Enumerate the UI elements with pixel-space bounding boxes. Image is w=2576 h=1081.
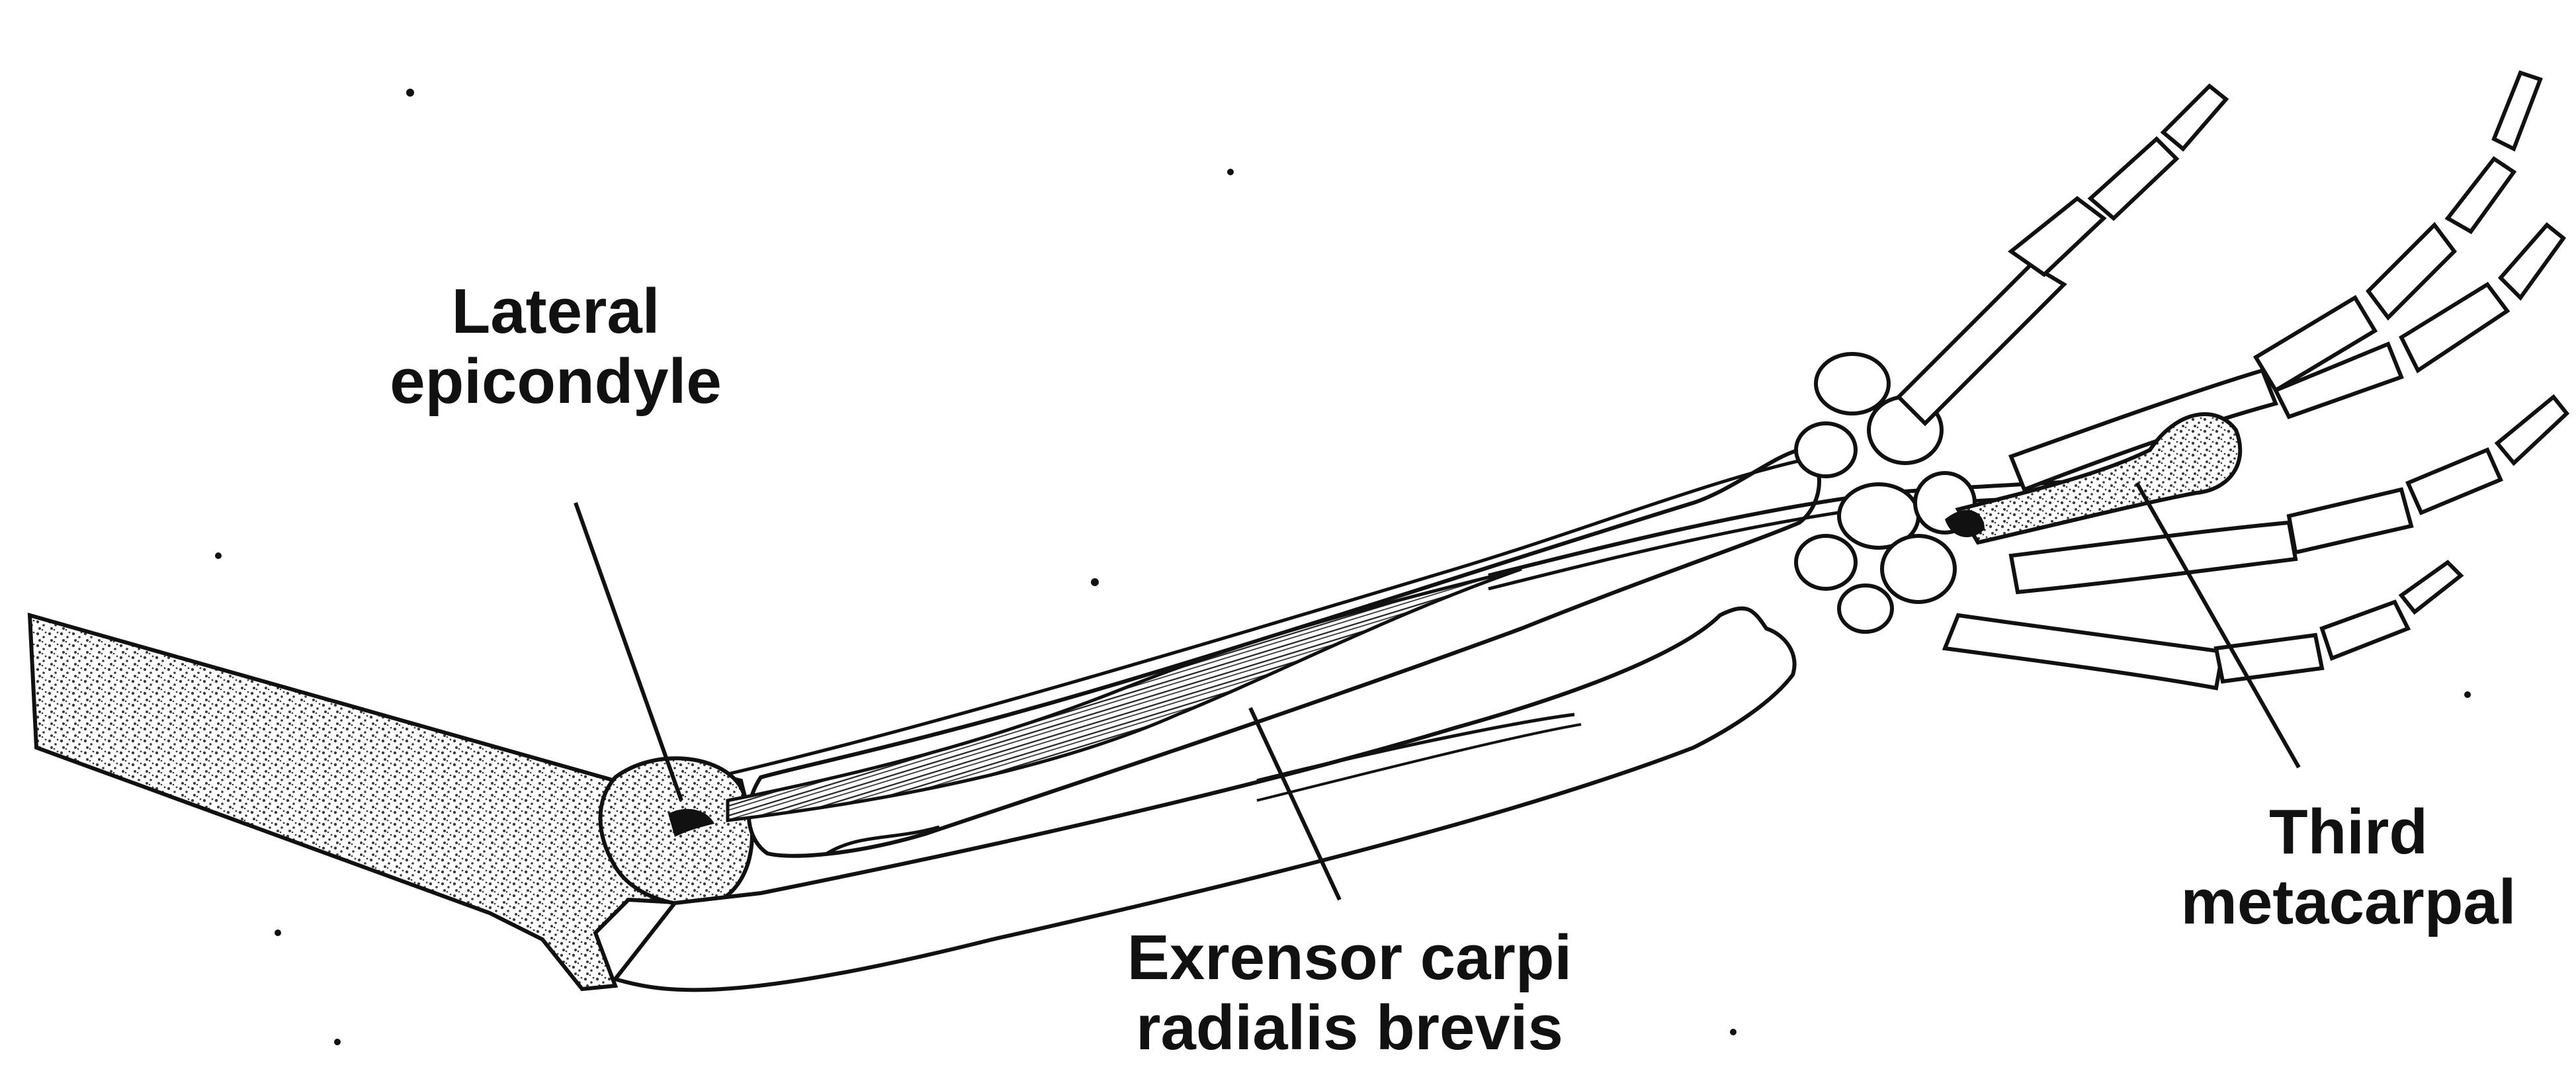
leader-lateral-epicondyle xyxy=(576,503,681,800)
label-extensor-carpi-radialis-brevis: Exrensor carpi radialis brevis xyxy=(1052,923,1647,1063)
label-lateral-epicondyle-line1: Lateral xyxy=(357,277,754,347)
label-lateral-epicondyle-line2: epicondyle xyxy=(357,347,754,417)
label-ecrb-line1: Exrensor carpi xyxy=(1052,923,1647,993)
label-ecrb-line2: radialis brevis xyxy=(1052,993,1647,1063)
label-third-metacarpal-line1: Third xyxy=(2137,797,2560,867)
phalanges xyxy=(2011,73,2567,681)
label-third-metacarpal-line2: metacarpal xyxy=(2137,867,2560,937)
label-lateral-epicondyle: Lateral epicondyle xyxy=(357,277,754,417)
label-third-metacarpal: Third metacarpal xyxy=(2137,797,2560,937)
